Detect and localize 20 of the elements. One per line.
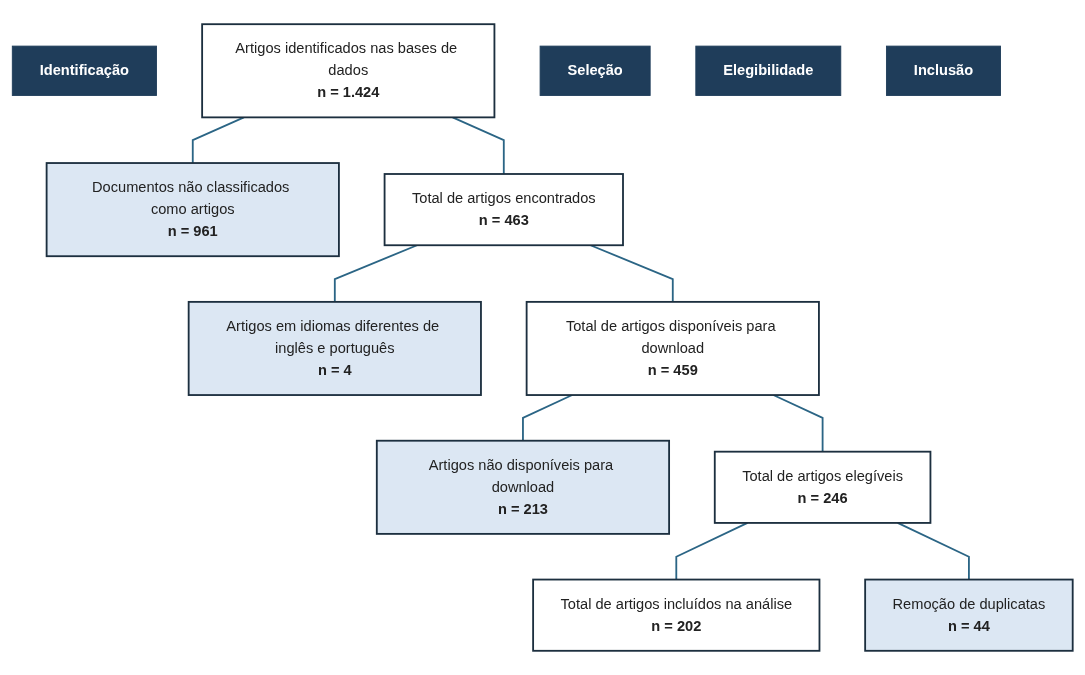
connector (772, 394, 824, 453)
connector (896, 522, 970, 581)
node-box: Artigos em idiomas diferentes de inglês e português n = 4 (187, 300, 482, 396)
connector (191, 116, 245, 164)
node-box: Seleção (539, 45, 651, 96)
node-box: Total de artigos encontrados n = 463 (383, 173, 624, 247)
node-box: Artigos identificados nas bases de dados n = 1.424 (201, 23, 496, 119)
node-box: Elegibilidade (695, 45, 842, 96)
node-box: Inclusão (886, 45, 1001, 96)
node-box: Total de artigos elegíveis n = 246 (713, 450, 932, 524)
connector (589, 244, 674, 303)
node-box: Total de artigos incluídos na análise n = 202 (532, 578, 821, 652)
node-box: Remoção de duplicatas n = 44 (864, 578, 1074, 652)
node-box: Total de artigos disponíveis para download n = 459 (525, 300, 820, 396)
node-box: Artigos não disponíveis para download n = 213 (375, 439, 670, 535)
connector (675, 522, 749, 581)
node-box: Documentos não classificados como artigos n = 961 (45, 162, 340, 258)
connector (333, 244, 418, 303)
connector (451, 116, 505, 175)
node-box: Identificação (11, 45, 157, 96)
